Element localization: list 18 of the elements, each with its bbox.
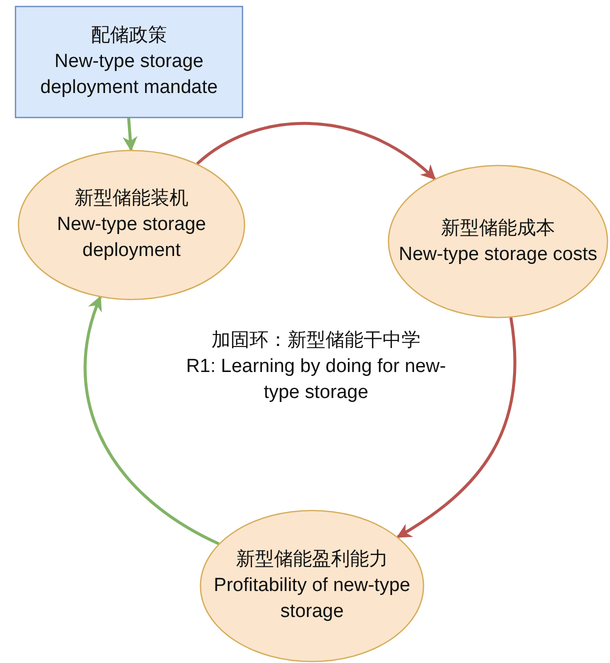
arrow: [122, 118, 138, 152]
node-label: New-type storage deployment mandate: [39, 50, 219, 100]
loop-label: R1: Learning by doing for new-type storage: [185, 355, 447, 405]
node-label: New-type storage costs: [398, 242, 598, 266]
node-label: New-type storage deployment: [56, 213, 207, 263]
node-title: 新型储能盈利能力: [236, 548, 388, 572]
loop-title: 加固环：新型储能干中学: [210, 329, 422, 353]
arrow: [196, 122, 436, 180]
arrow: [84, 296, 220, 546]
node-label: Profitability of new-type storage: [212, 574, 412, 624]
policy-box: [15, 6, 243, 118]
variable-ellipse: [18, 150, 245, 300]
arrow: [396, 317, 516, 538]
variable-ellipse: [388, 165, 608, 318]
node-title: 新型储能成本: [441, 216, 555, 240]
variable-ellipse: [200, 510, 424, 662]
node-title: 新型储能装机: [74, 187, 188, 211]
node-title: 配储政策: [91, 24, 167, 48]
